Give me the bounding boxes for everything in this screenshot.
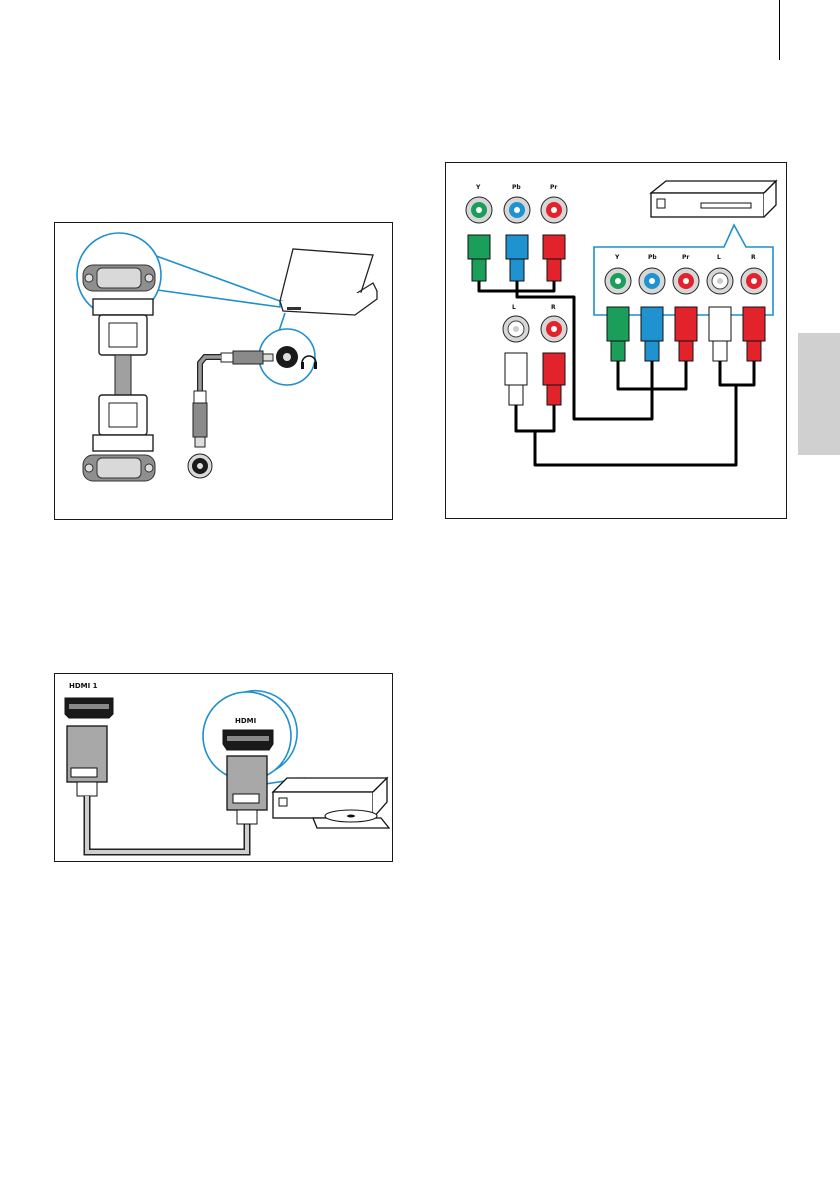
vga-connector-icon [83,265,155,291]
tv-audio-label-r: R [551,304,556,311]
rca-jack-icon [605,268,767,294]
rca-jack-icon [503,316,567,342]
rca-jack-icon [466,197,567,223]
pc-connection-diagram [55,223,392,519]
rca-plug-icon [468,235,565,281]
component-connection-diagram: Y Pb Pr [446,163,786,518]
hdmi-plug-icon [65,698,113,796]
vga-cable [93,299,153,451]
figure-hdmi-connection: HDMI 1 HDMI [54,673,393,862]
device-jack-label-l: L [717,254,721,261]
rca-plug-icon [505,353,565,405]
hdmi-connection-diagram: HDMI 1 HDMI [55,674,392,861]
device-jack-label-r: R [751,254,756,261]
chapter-side-tab [798,333,840,455]
device-jack-label-pr: Pr [682,254,689,261]
device-jack-label-y: Y [614,254,620,261]
tv-jack-label-pb: Pb [512,184,521,191]
page-header-rule [779,0,780,60]
audio-jack-icon [188,454,212,478]
disc-player-icon [273,778,389,828]
laptop-icon [280,249,377,315]
device-jack-label-pb: Pb [648,254,657,261]
figure-pc-connection [54,222,393,520]
device-hdmi-port-label: HDMI [235,717,256,725]
tv-jack-label-pr: Pr [550,184,557,191]
dvd-player-icon [651,181,776,217]
tv-jack-label-y: Y [475,184,481,191]
vga-connector-icon [83,455,155,481]
figure-component-connection: Y Pb Pr [445,162,787,519]
hdmi-plug-icon [223,730,273,824]
tv-hdmi-port-label: HDMI 1 [69,682,98,690]
tv-audio-label-l: L [512,304,516,311]
audio-jack-icon [276,346,298,368]
